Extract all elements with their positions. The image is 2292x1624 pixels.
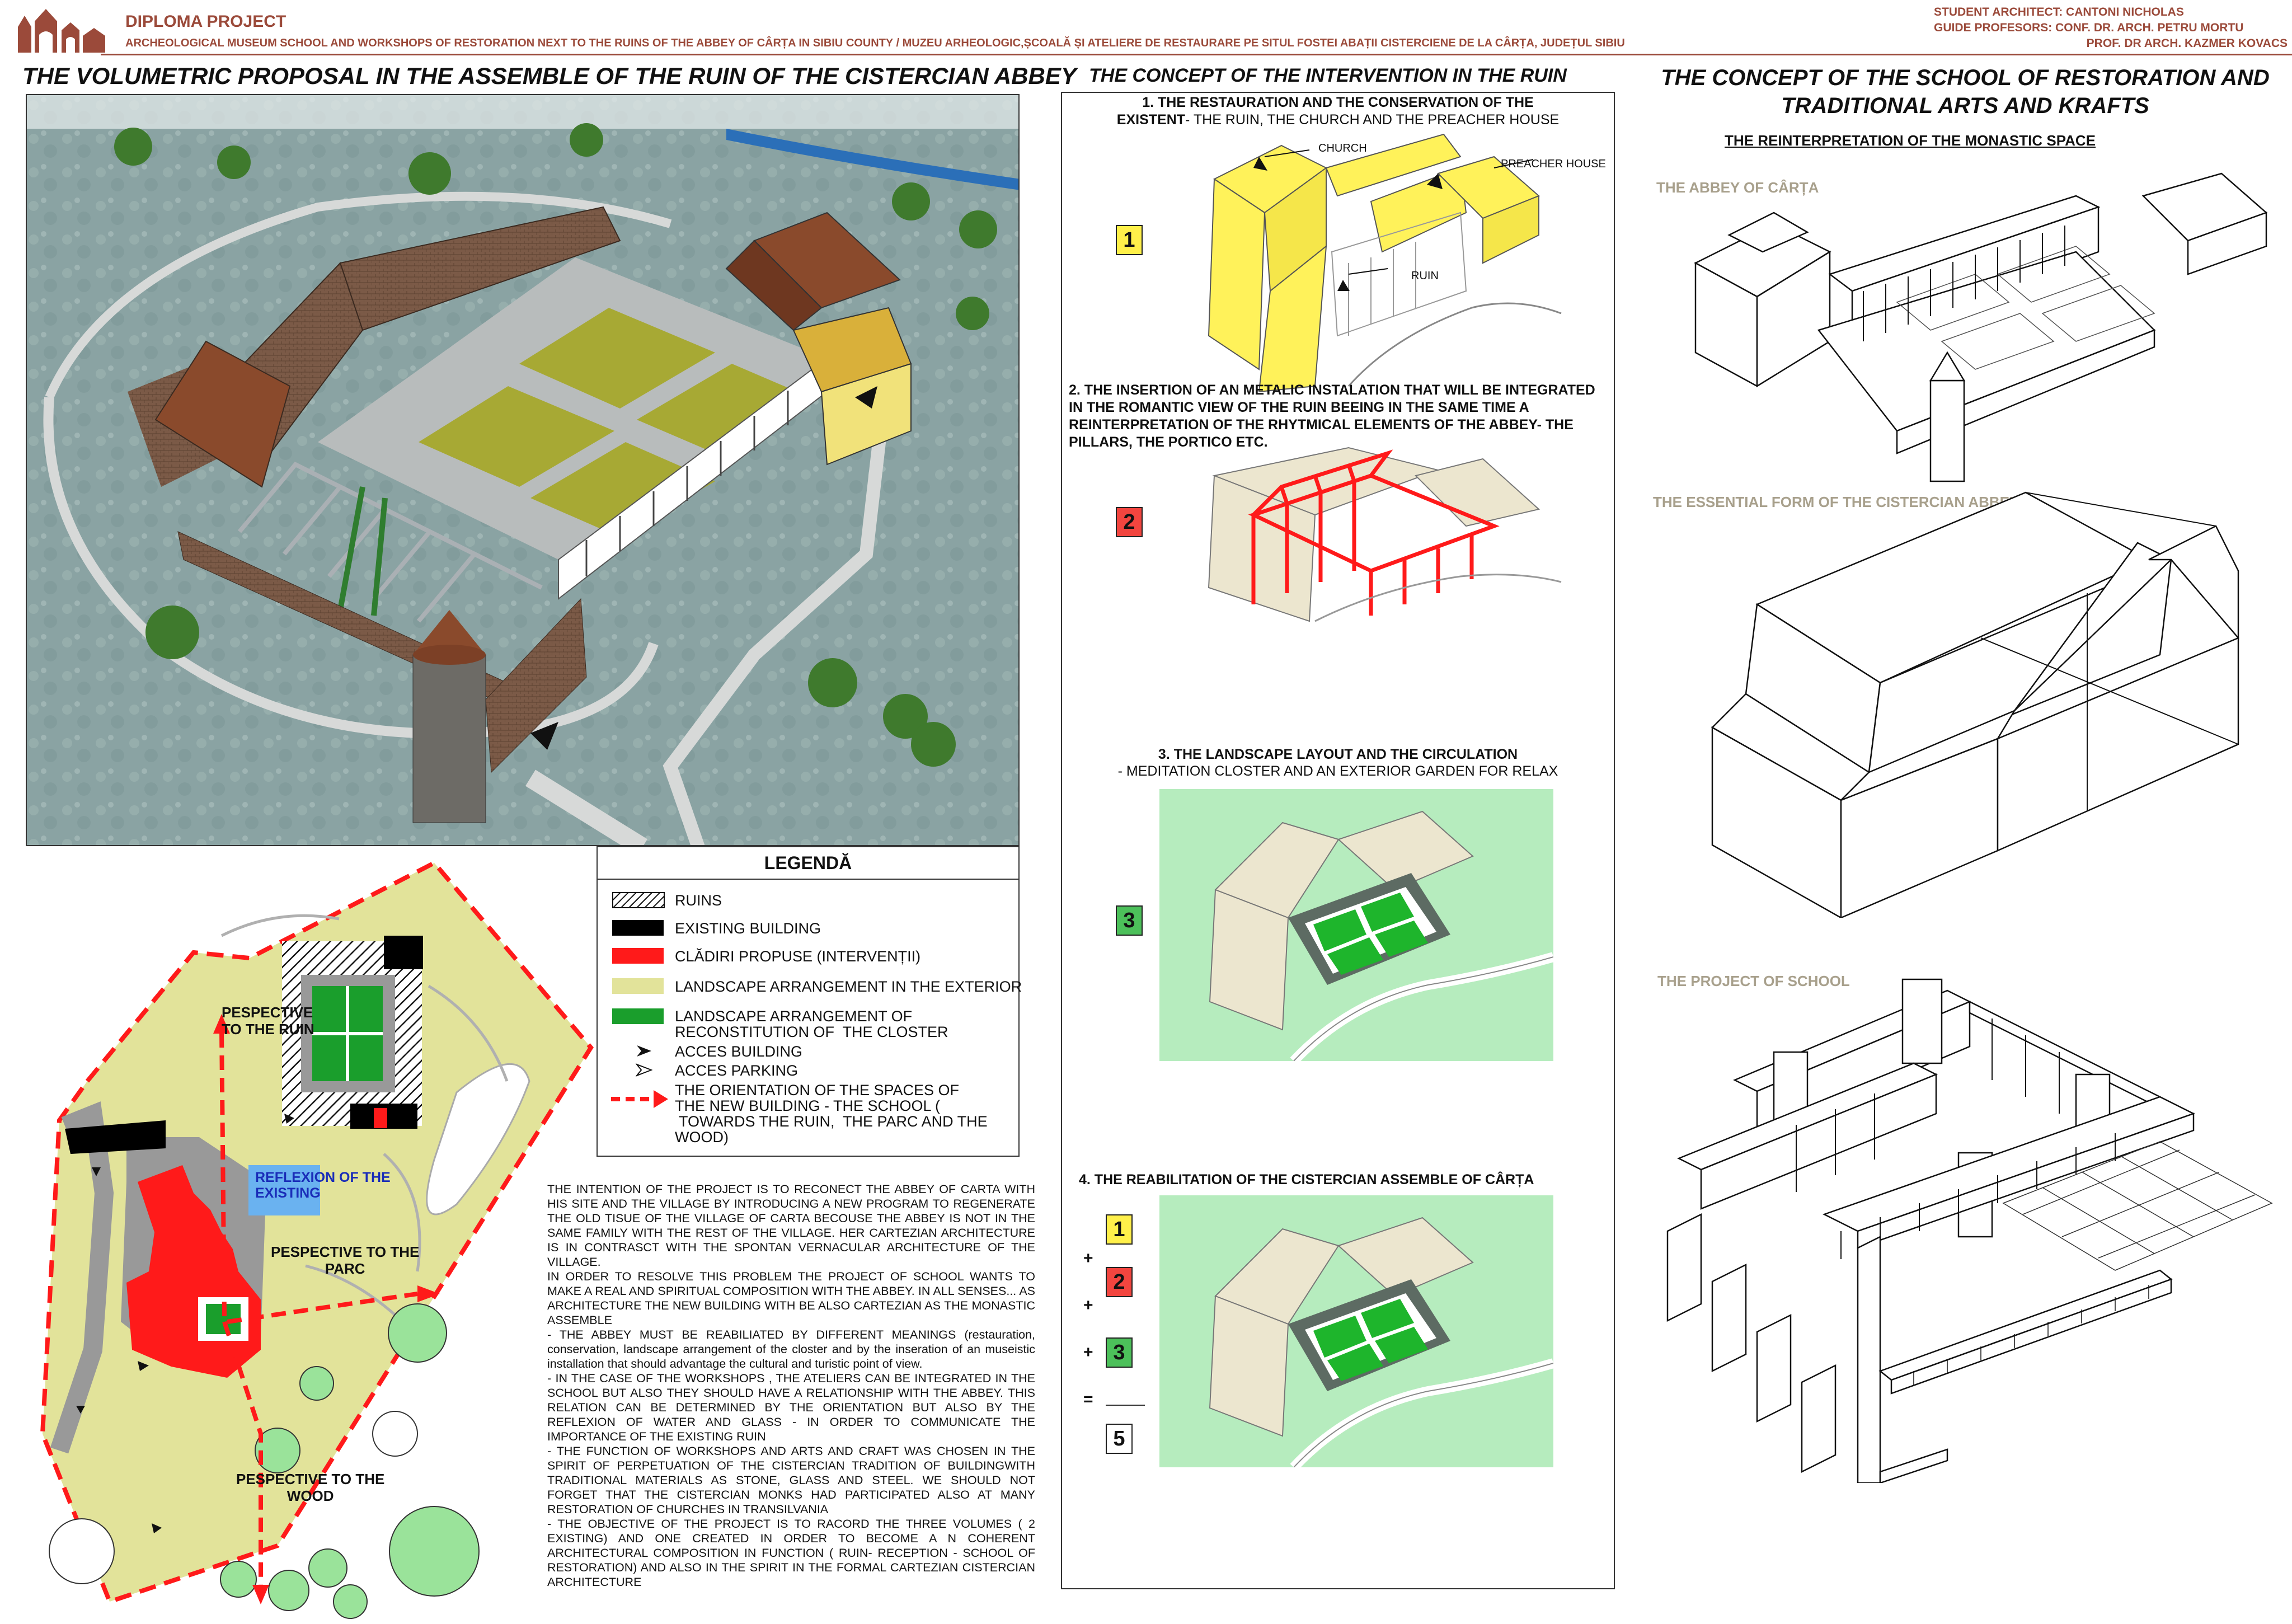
label-project-of-school: THE PROJECT OF SCHOOL xyxy=(1657,973,1850,989)
intention-paragraph-1: THE INTENTION OF THE PROJECT IS TO RECON… xyxy=(547,1182,1035,1269)
step1-title: 1. THE RESTAURATION AND THE CONSERVATION… xyxy=(1061,94,1615,129)
site-plan-drawing xyxy=(40,860,594,1619)
middle-title: THE CONCEPT OF THE INTERVENTION IN THE R… xyxy=(1089,65,1567,86)
student-architect: STUDENT ARCHITECT: CANTONI NICHOLAS xyxy=(1934,6,2184,18)
legend-label-landscape-exterior: LANDSCAPE ARRANGEMENT IN THE EXTERIOR xyxy=(675,978,1022,995)
intention-paragraph-2: IN ORDER TO RESOLVE THIS PROBLEM THE PRO… xyxy=(547,1270,1035,1327)
legend: LEGENDĂ RUINS EXISTING BUILDING CLĂDIRI … xyxy=(597,846,1022,1157)
site-label-wood: PESPECTIVE TO THE WOOD xyxy=(236,1471,385,1504)
legend-label-ruins: RUINS xyxy=(675,892,722,909)
legend-label-acces-parking: ACCES PARKING xyxy=(675,1062,799,1079)
school-project-drawing xyxy=(1666,978,2273,1483)
step1-badge: 1 xyxy=(1116,225,1143,255)
arrow-solid-icon xyxy=(637,1045,651,1057)
legend-label-existing: EXISTING BUILDING xyxy=(675,920,821,937)
plus-sign-1: + xyxy=(1083,1249,1093,1268)
step4-badge-5: 5 xyxy=(1106,1424,1133,1454)
project-title: DIPLOMA PROJECT xyxy=(125,12,286,31)
right-subtitle: THE REINTERPRETATION OF THE MONASTIC SPA… xyxy=(1725,132,2096,149)
site-label-parc: PESPECTIVE TO THE PARC xyxy=(271,1243,420,1277)
label-abbey-of-carta: THE ABBEY OF CÂRȚA xyxy=(1656,179,1819,196)
header: DIPLOMA PROJECT ARCHEOLOGICAL MUSEUM SCH… xyxy=(0,0,2292,56)
step3-subtitle: - MEDITATION CLOSTER AND AN EXTERIOR GAR… xyxy=(1117,763,1558,779)
intention-paragraph-5: - THE FUNCTION OF WORKSHOPS AND ARTS AND… xyxy=(547,1444,1035,1516)
guide-professor-2: PROF. DR ARCH. KAZMER KOVACS xyxy=(2086,37,2288,50)
intention-paragraph-3: - THE ABBEY MUST BE REABILIATED BY DIFFE… xyxy=(547,1328,1035,1370)
site-label-ruin: PESPECTIVE TO THE RUIN xyxy=(222,1004,314,1038)
step3-landscape-drawing xyxy=(1159,789,1553,1061)
guide-professors: GUIDE PROFESORS: CONF. DR. ARCH. PETRU M… xyxy=(1934,21,2244,34)
legend-label-orientation: THE ORIENTATION OF THE SPACES OF THE NEW… xyxy=(675,1082,988,1146)
step1-bold: EXISTENT xyxy=(1116,112,1186,128)
label-essential-form: THE ESSENTIAL FORM OF THE CISTERCIAN ABB… xyxy=(1653,494,2019,510)
step4-title: 4. THE REABILITATION OF THE CISTERCIAN A… xyxy=(1079,1172,1534,1188)
legend-title: LEGENDĂ xyxy=(764,853,852,873)
step1-rest: - THE RUIN, THE CHURCH AND THE PREACHER … xyxy=(1185,112,1560,128)
intention-text: THE INTENTION OF THE PROJECT IS TO RECON… xyxy=(547,1182,1035,1589)
step4-result-drawing xyxy=(1159,1195,1553,1467)
closter-swatch xyxy=(612,1008,664,1024)
plus-sign-2: + xyxy=(1083,1296,1093,1315)
arrow-dashed-icon xyxy=(611,1090,668,1108)
site-plan: PESPECTIVE TO THE RUIN REFLEXION OF THE … xyxy=(26,846,608,1621)
aerial-render xyxy=(26,94,1020,846)
middle-panel xyxy=(1061,92,1615,1589)
step1-ruin-drawing xyxy=(1208,133,1562,392)
site-label-reflexion: REFLEXION OF THE EXISTING xyxy=(255,1170,391,1201)
abbey-drawing xyxy=(1694,172,2268,482)
step4-badge-3: 3 xyxy=(1106,1337,1133,1368)
hatch-swatch-icon xyxy=(612,892,665,908)
step2-title: 2. THE INSERTION OF AN METALIC INSTALATI… xyxy=(1069,382,1595,450)
essential-form-drawing xyxy=(1711,491,2239,918)
legend-label-proposed: CLĂDIRI PROPUSE (INTERVENȚII) xyxy=(675,948,921,965)
label-preacher-house: PREACHER HOUSE xyxy=(1501,158,1606,170)
step3-badge: 3 xyxy=(1116,905,1143,936)
proposed-swatch xyxy=(612,948,664,964)
arrow-open-icon xyxy=(636,1063,652,1077)
label-ruin: RUIN xyxy=(1411,270,1439,282)
step2-metal-installation-drawing xyxy=(1208,447,1562,622)
step4-badge-1: 1 xyxy=(1106,1214,1133,1245)
plus-sign-3: + xyxy=(1083,1343,1093,1362)
left-title: THE VOLUMETRIC PROPOSAL IN THE ASSEMBLE … xyxy=(22,63,1077,89)
step4-badge-2: 2 xyxy=(1106,1267,1133,1297)
aerial-render-drawing xyxy=(27,95,1018,845)
intention-paragraph-4: - IN THE CASE OF THE WORKSHOPS , THE ATE… xyxy=(547,1372,1035,1443)
right-title: THE CONCEPT OF THE SCHOOL OF RESTORATION… xyxy=(1661,65,2270,118)
equals-sign: = xyxy=(1083,1390,1093,1409)
header-rule xyxy=(101,54,2292,55)
step3-title: 3. THE LANDSCAPE LAYOUT AND THE CIRCULAT… xyxy=(1158,747,1518,762)
legend-label-acces-building: ACCES BUILDING xyxy=(675,1043,803,1060)
project-subtitle: ARCHEOLOGICAL MUSEUM SCHOOL AND WORKSHOP… xyxy=(125,37,1625,49)
logo-icon xyxy=(18,9,105,53)
step2-badge: 2 xyxy=(1116,507,1143,537)
label-church: CHURCH xyxy=(1318,142,1367,154)
legend-label-closter: LANDSCAPE ARRANGEMENT OF RECONSTITUTION … xyxy=(675,1008,948,1040)
landscape-exterior-swatch xyxy=(612,978,664,994)
existing-swatch xyxy=(612,920,664,936)
intention-paragraph-6: - THE OBJECTIVE OF THE PROJECT IS TO RAC… xyxy=(547,1517,1035,1589)
step1-line1: 1. THE RESTAURATION AND THE CONSERVATION… xyxy=(1142,95,1534,110)
